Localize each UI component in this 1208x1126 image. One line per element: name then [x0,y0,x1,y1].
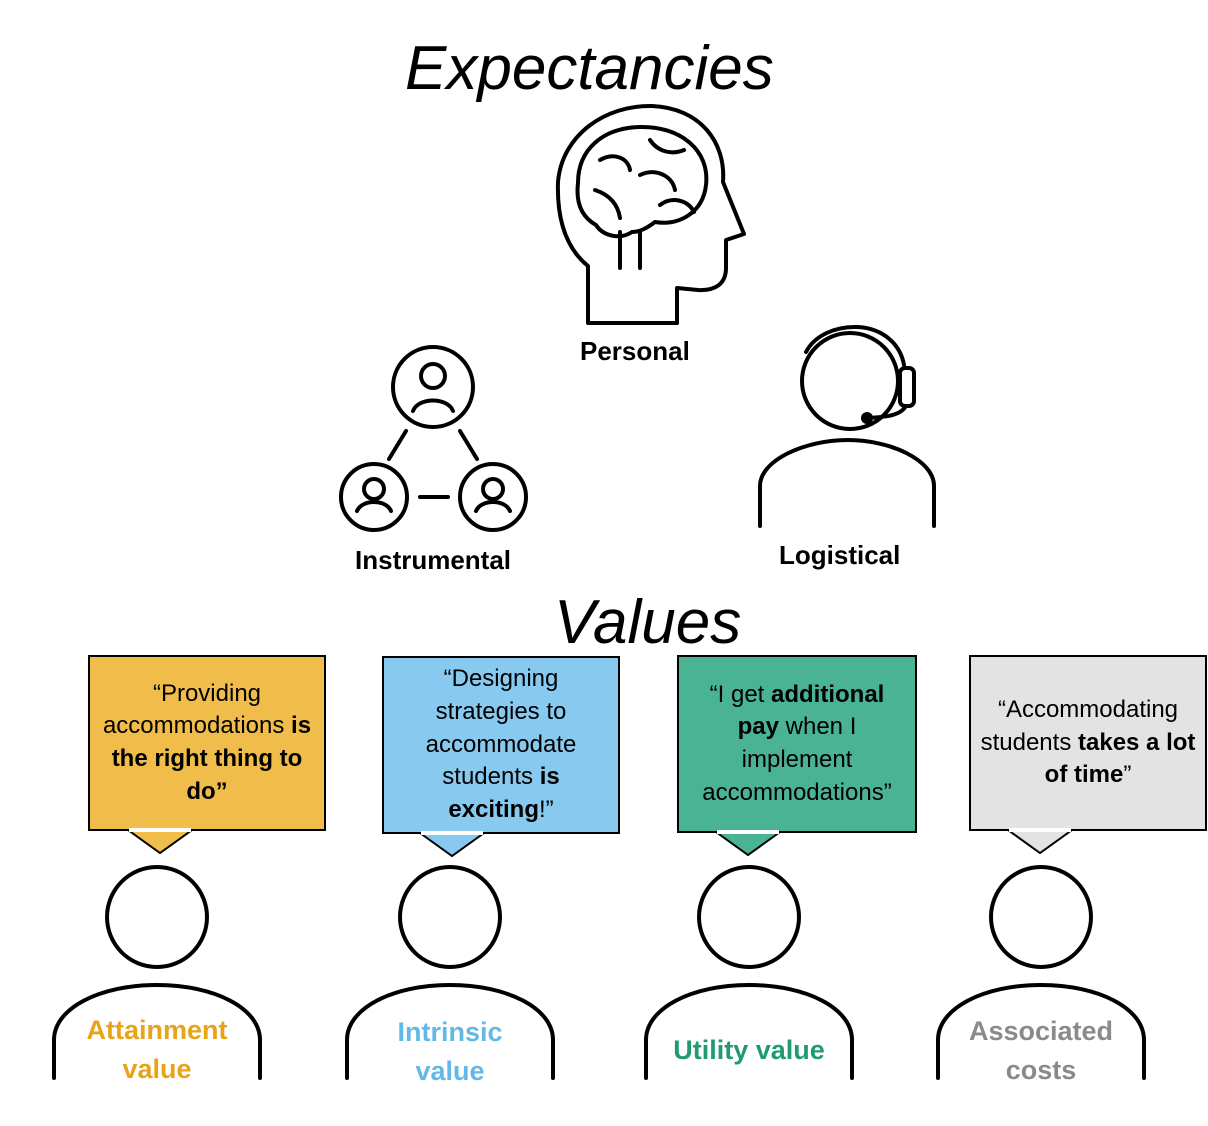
costs-quote-bubble: “Accommodating students takes a lot of t… [969,655,1207,831]
costs-person-head [989,865,1093,969]
costs-person-body [936,982,1146,1080]
utility-label-line: Utility value [673,1035,825,1065]
costs-label-line: costs [1005,1055,1077,1086]
attainment-quote-segment: “Providing accommodations [102,679,292,740]
costs-quote-segment: “Accommodating students [980,696,1179,756]
intrinsic-quote: “Designing strategies to accommodate stu… [392,663,610,826]
utility-quote-segment: additional pay [737,680,885,741]
utility-quote-segment: “I get [709,680,771,708]
attainment-value-label: Attainment value [57,1011,257,1089]
personal-label: Personal [580,336,690,366]
costs-quote: “Accommodating students takes a lot of t… [979,694,1197,792]
values-title: Values [554,588,742,657]
intrinsic-person-head [398,865,502,969]
attainment-label-line: value [122,1054,192,1085]
attainment-bubble-tail [124,829,196,855]
utility-quote: “I get additional pay when I implement a… [687,679,907,810]
utility-person-head [697,865,801,969]
costs-quote-segment: ” [1123,761,1132,789]
intrinsic-quote-segment: !” [539,795,554,823]
costs-bubble-tail [1004,829,1076,855]
expectancies-title: Expectancies [405,34,774,103]
utility-person-body [644,982,854,1080]
intrinsic-label-line: Intrinsic [397,1017,503,1047]
attainment-quote-bubble: “Providing accommodations is the right t… [88,655,326,831]
intrinsic-person-body [345,982,555,1080]
utility-quote-bubble: “I get additional pay when I implement a… [677,655,917,833]
intrinsic-quote-segment: “Designing strategies to accommodate stu… [425,665,577,791]
utility-bubble-tail [712,831,784,857]
intrinsic-quote-segment: is exciting [448,763,560,823]
intrinsic-quote-bubble: “Designing strategies to accommodate stu… [382,656,620,834]
attainment-quote-segment: is the right thing to do” [111,712,312,805]
attainment-person-body [52,982,262,1080]
logistical-label: Logistical [779,540,901,570]
instrumental-label: Instrumental [355,545,512,575]
intrinsic-bubble-tail [416,832,488,858]
utility-value-label: Utility value [649,1031,849,1070]
costs-label-line: Associated [968,1016,1114,1046]
costs-quote-segment: takes a lot of time [1044,728,1196,789]
intrinsic-label-line: value [415,1056,485,1087]
attainment-label-line: Attainment [86,1015,228,1045]
intrinsic-value-label: Intrinsic value [350,1013,550,1091]
utility-quote-segment: when I implement accommodations” [702,713,892,806]
attainment-person-head [105,865,209,969]
attainment-quote: “Providing accommodations is the right t… [98,678,316,809]
associated-costs-label: Associated costs [941,1012,1141,1090]
